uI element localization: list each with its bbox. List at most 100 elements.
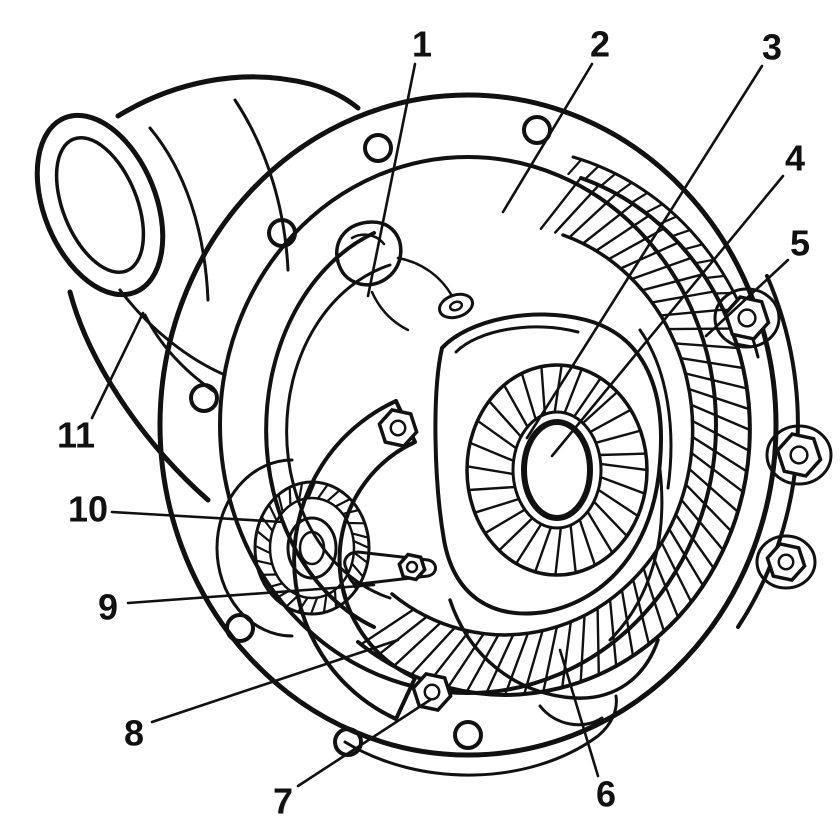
callout-leader-10 <box>110 510 285 524</box>
spline-line <box>285 594 300 608</box>
side-gear-tooth-line <box>534 526 553 574</box>
bolt-head-mark <box>789 445 809 465</box>
bearing-cap <box>292 399 417 721</box>
flange-bolt-hole <box>189 383 219 413</box>
spline-line <box>350 562 365 579</box>
callout-label-5: 5 <box>790 223 810 264</box>
callout-label-11: 11 <box>57 415 95 456</box>
gear-tooth-line <box>568 192 618 239</box>
flange-bolt-hole <box>267 218 297 248</box>
side-gear-tooth-line <box>569 524 577 574</box>
gear-tooth-line <box>684 372 749 390</box>
callout-label-2: 2 <box>590 24 610 65</box>
callout-leader-7 <box>296 698 432 788</box>
gear-tooth-line <box>642 567 666 633</box>
callout-label-9: 9 <box>98 587 118 628</box>
side-gear-tooth-line <box>554 526 562 577</box>
gear-tooth-line <box>688 387 751 411</box>
gear-tooth-line <box>484 633 515 696</box>
hex-bolt-icon <box>775 432 823 478</box>
gear-tooth-line <box>619 241 680 270</box>
side-gear-tooth-line <box>465 465 515 476</box>
spline-line <box>341 509 360 516</box>
side-gear-tooth-line <box>467 485 517 492</box>
gear-tooth-line <box>503 632 530 697</box>
gear-tooth-line <box>581 202 635 245</box>
gear-tooth-line <box>579 614 586 684</box>
spline-line <box>297 596 309 614</box>
gear-tooth-line <box>523 629 544 696</box>
side-gear-tooth-line <box>520 372 537 421</box>
callout-leader-2 <box>501 62 594 214</box>
tooth-crown-line <box>583 164 601 181</box>
gear-tooth-line <box>685 483 733 533</box>
gear-tooth-line <box>680 498 725 552</box>
diagram-artwork <box>34 74 833 777</box>
tooth-crown-line <box>694 258 716 265</box>
ring-gear <box>356 155 760 697</box>
callout-leader-6 <box>558 648 600 778</box>
side-gear-tooth-line <box>483 508 526 535</box>
gear-tooth-line <box>594 214 651 252</box>
callout-leader-9 <box>126 583 376 605</box>
tooth-crown-line <box>704 274 726 280</box>
side-gear-tooth-line <box>502 383 529 429</box>
side-gear-tooth-line <box>476 419 518 450</box>
gear-tooth-line <box>359 608 416 646</box>
gear-tooth-line <box>539 176 582 231</box>
gear-tooth-line <box>688 467 740 514</box>
side-gear-tooth-line <box>473 497 521 514</box>
tooth-crown-line <box>630 191 649 204</box>
gear-tooth-line <box>410 626 456 676</box>
spline-line <box>255 529 272 544</box>
callout-label-6: 6 <box>596 774 616 815</box>
gear-tooth-line <box>668 528 705 587</box>
callout-label-7: 7 <box>273 781 293 822</box>
side-gear-tooth-line <box>597 488 640 518</box>
gear-tooth-line <box>674 342 740 350</box>
gear-tooth-line <box>632 578 651 646</box>
hex-bolt-icon <box>765 541 807 583</box>
gear-tooth-line <box>620 589 635 658</box>
bolt-head-mark <box>389 419 407 437</box>
spline-line <box>265 582 284 589</box>
spline-line <box>288 486 292 507</box>
ring-gear-teeth <box>359 176 752 697</box>
flange-bolt-hole <box>363 133 393 163</box>
side-gear-tooth-line <box>592 500 629 538</box>
gear-tooth-line <box>428 630 471 684</box>
side-gear-tooth-line <box>497 516 534 552</box>
gear-tooth-line <box>659 308 725 317</box>
spline-line <box>334 497 352 508</box>
callout-label-10: 10 <box>68 489 108 530</box>
tooth-crown-line <box>615 181 634 195</box>
callout-leader-4 <box>550 174 785 458</box>
gear-tooth-line <box>690 403 752 432</box>
gear-tooth-line <box>691 419 751 452</box>
side-gear-tooth-line <box>563 367 583 415</box>
side-gear-tooth-line <box>586 510 614 554</box>
gear-tooth-line <box>554 183 600 234</box>
bolt-head-mark <box>423 683 441 701</box>
spline-line <box>267 503 278 522</box>
callout-leader-1 <box>366 62 417 298</box>
spline-line <box>352 551 369 564</box>
spline-line <box>322 593 328 614</box>
spline-line <box>254 559 274 566</box>
axle-housing <box>34 74 361 503</box>
side-gear-tooth-line <box>599 462 649 472</box>
spline-line <box>309 596 319 616</box>
gear-tooth-line <box>679 357 745 370</box>
spline-line <box>341 581 349 602</box>
side-gear-tooth-line <box>578 518 597 567</box>
gear-tooth-line <box>630 256 693 281</box>
spline-line <box>352 539 371 550</box>
hex-bolt-icon <box>411 671 453 713</box>
side-gear-tooth-line <box>514 522 543 565</box>
bolt-head-mark <box>405 560 419 574</box>
gear-tooth-line <box>596 607 600 676</box>
gear-tooth-line <box>674 513 716 570</box>
